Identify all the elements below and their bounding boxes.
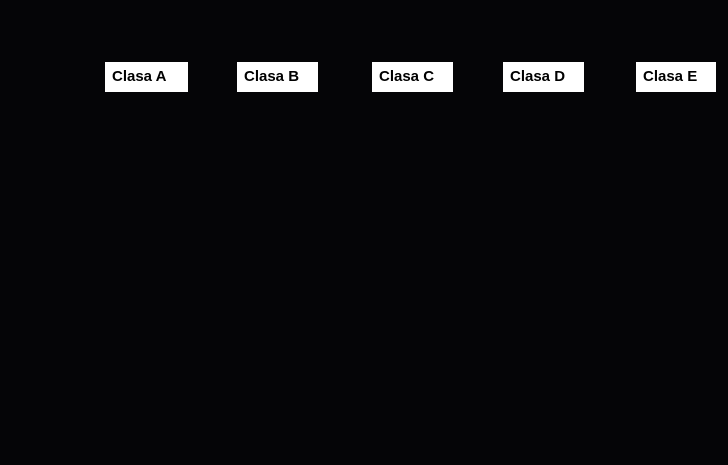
class-node-d[interactable]: Clasa D — [503, 62, 584, 92]
class-node-e[interactable]: Clasa E — [636, 62, 716, 92]
diagram-empty-area — [0, 100, 728, 465]
class-node-c[interactable]: Clasa C — [372, 62, 453, 92]
class-node-a[interactable]: Clasa A — [105, 62, 188, 92]
class-node-b[interactable]: Clasa B — [237, 62, 318, 92]
